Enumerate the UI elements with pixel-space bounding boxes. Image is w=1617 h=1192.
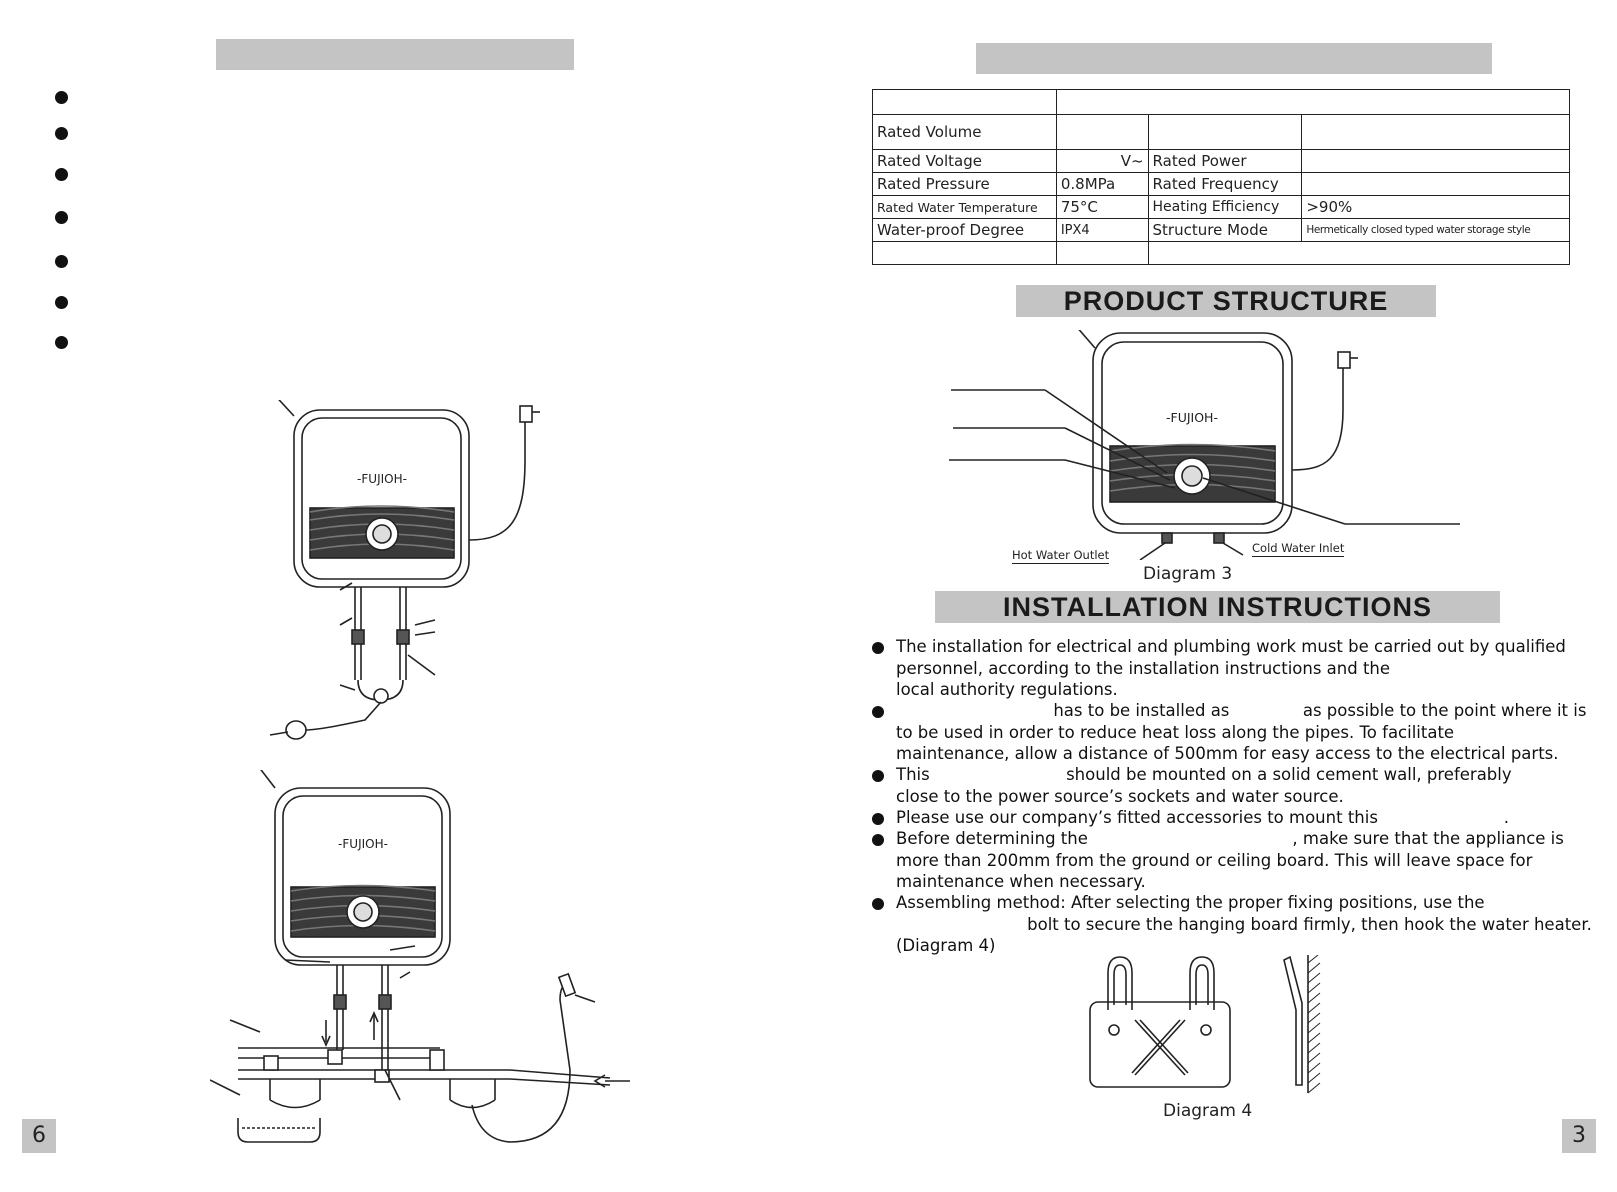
instruction-line: local authority regulations.	[896, 680, 1118, 699]
spec-value-heating-efficiency: >90%	[1301, 195, 1570, 219]
instruction-line: more than 200mm from the ground or ceili…	[896, 850, 1533, 870]
bullet-dot	[55, 336, 68, 349]
instruction-line: This should be mounted on a solid cement…	[896, 765, 1512, 784]
bullet-dot	[872, 770, 884, 782]
brand-label: -FUJIOH-	[1166, 410, 1218, 425]
product-structure-diagram: -FUJIOH-	[949, 330, 1460, 560]
bullet-dot	[55, 127, 68, 140]
bullet-dot	[872, 706, 884, 718]
instruction-line: Before determining the , make sure that …	[896, 829, 1564, 848]
spec-label-rated-pressure: Rated Pressure	[872, 172, 1057, 196]
bullet-dot	[872, 642, 884, 654]
brand-label: -FUJIOH-	[338, 837, 388, 851]
spec-label-water-temp: Rated Water Temperature	[872, 195, 1057, 219]
hanging-board-diagram	[1089, 955, 1321, 1094]
bullet-dot	[872, 898, 884, 910]
spec-value-pressure: 0.8MPa	[1055, 172, 1149, 196]
spec-label-waterproof: Water-proof Degree	[872, 218, 1057, 242]
product-structure-heading: PRODUCT STRUCTURE	[1016, 285, 1436, 317]
spec-label-rated-power: Rated Power	[1147, 149, 1303, 173]
heater-shower-diagram: -FUJIOH-	[269, 400, 540, 740]
spec-row	[872, 89, 1571, 115]
spec-cell	[1055, 89, 1571, 115]
spec-row	[872, 241, 1571, 265]
instruction-line: maintenance when necessary.	[896, 872, 1146, 891]
right-header-bar	[976, 43, 1492, 74]
instruction-line: (Diagram 4)	[896, 936, 996, 955]
spec-label-rated-frequency: Rated Frequency	[1147, 172, 1303, 196]
instruction-line: Please use our company’s fitted accessor…	[896, 808, 1510, 827]
bullet-dot	[872, 834, 884, 846]
spec-cell	[872, 241, 1057, 265]
spec-cell	[1147, 114, 1303, 150]
spec-cell	[1055, 241, 1149, 265]
heater-plumbing-diagram: -FUJIOH-	[210, 770, 630, 1143]
bullet-dot	[55, 168, 68, 181]
instruction-line: maintenance, allow a distance of 500mm f…	[896, 744, 1559, 763]
spec-row: Rated Volume	[872, 114, 1570, 150]
bullet-dot	[55, 211, 68, 224]
spec-value-water-temp: 75°C	[1055, 195, 1149, 219]
instruction-line: personnel, according to the installation…	[896, 658, 1391, 678]
installation-instructions: The installation for electrical and plum…	[872, 636, 1592, 966]
spec-row: Rated Water Temperature 75°C Heating Eff…	[872, 195, 1570, 219]
spec-table: Rated Volume Rated Voltage V~ Rated Powe…	[872, 89, 1571, 265]
spec-cell	[1055, 114, 1149, 150]
spec-label-rated-volume: Rated Volume	[872, 114, 1057, 150]
instruction-line: bolt to secure the hanging board firmly,…	[896, 914, 1592, 934]
spec-cell	[1301, 114, 1570, 150]
instruction-line: Assembling method: After selecting the p…	[896, 893, 1485, 912]
spec-value-frequency	[1301, 172, 1570, 196]
page-number-left: 6	[22, 1119, 56, 1153]
spec-label-rated-voltage: Rated Voltage	[872, 149, 1057, 173]
spec-value-voltage: V~	[1055, 149, 1149, 173]
bullet-dot	[55, 255, 68, 268]
installation-heading: INSTALLATION INSTRUCTIONS	[935, 591, 1500, 623]
left-header-bar	[216, 39, 574, 70]
spec-label-structure-mode: Structure Mode	[1147, 218, 1303, 242]
spec-value-structure-mode: Hermetically closed typed water storage …	[1301, 218, 1570, 242]
spec-row: Water-proof Degree IPX4 Structure Mode H…	[872, 218, 1570, 242]
spec-cell	[872, 89, 1057, 115]
diagram4-caption: Diagram 4	[1163, 1101, 1253, 1121]
spec-row: Rated Pressure 0.8MPa Rated Frequency	[872, 172, 1570, 196]
page-number-right: 3	[1562, 1119, 1596, 1153]
instruction-line: The installation for electrical and plum…	[896, 637, 1566, 656]
hot-water-outlet-label: Hot Water Outlet	[1012, 548, 1110, 564]
bullet-dot	[872, 813, 884, 825]
spec-value-waterproof: IPX4	[1055, 218, 1149, 242]
spec-cell	[1147, 241, 1571, 265]
instruction-line: to be used in order to reduce heat loss …	[896, 722, 1455, 742]
spec-label-heating-efficiency: Heating Efficiency	[1147, 195, 1303, 219]
instruction-line: has to be installed as as possible to th…	[896, 701, 1587, 720]
brand-label: -FUJIOH-	[357, 472, 407, 486]
cold-water-inlet-label: Cold Water Inlet	[1252, 541, 1345, 557]
instruction-line: close to the power source’s sockets and …	[896, 786, 1344, 806]
spec-row: Rated Voltage V~ Rated Power	[872, 149, 1570, 173]
spec-value-power	[1301, 149, 1570, 173]
bullet-dot	[55, 91, 68, 104]
bullet-dot	[55, 296, 68, 309]
diagram3-caption: Diagram 3	[1143, 564, 1233, 584]
